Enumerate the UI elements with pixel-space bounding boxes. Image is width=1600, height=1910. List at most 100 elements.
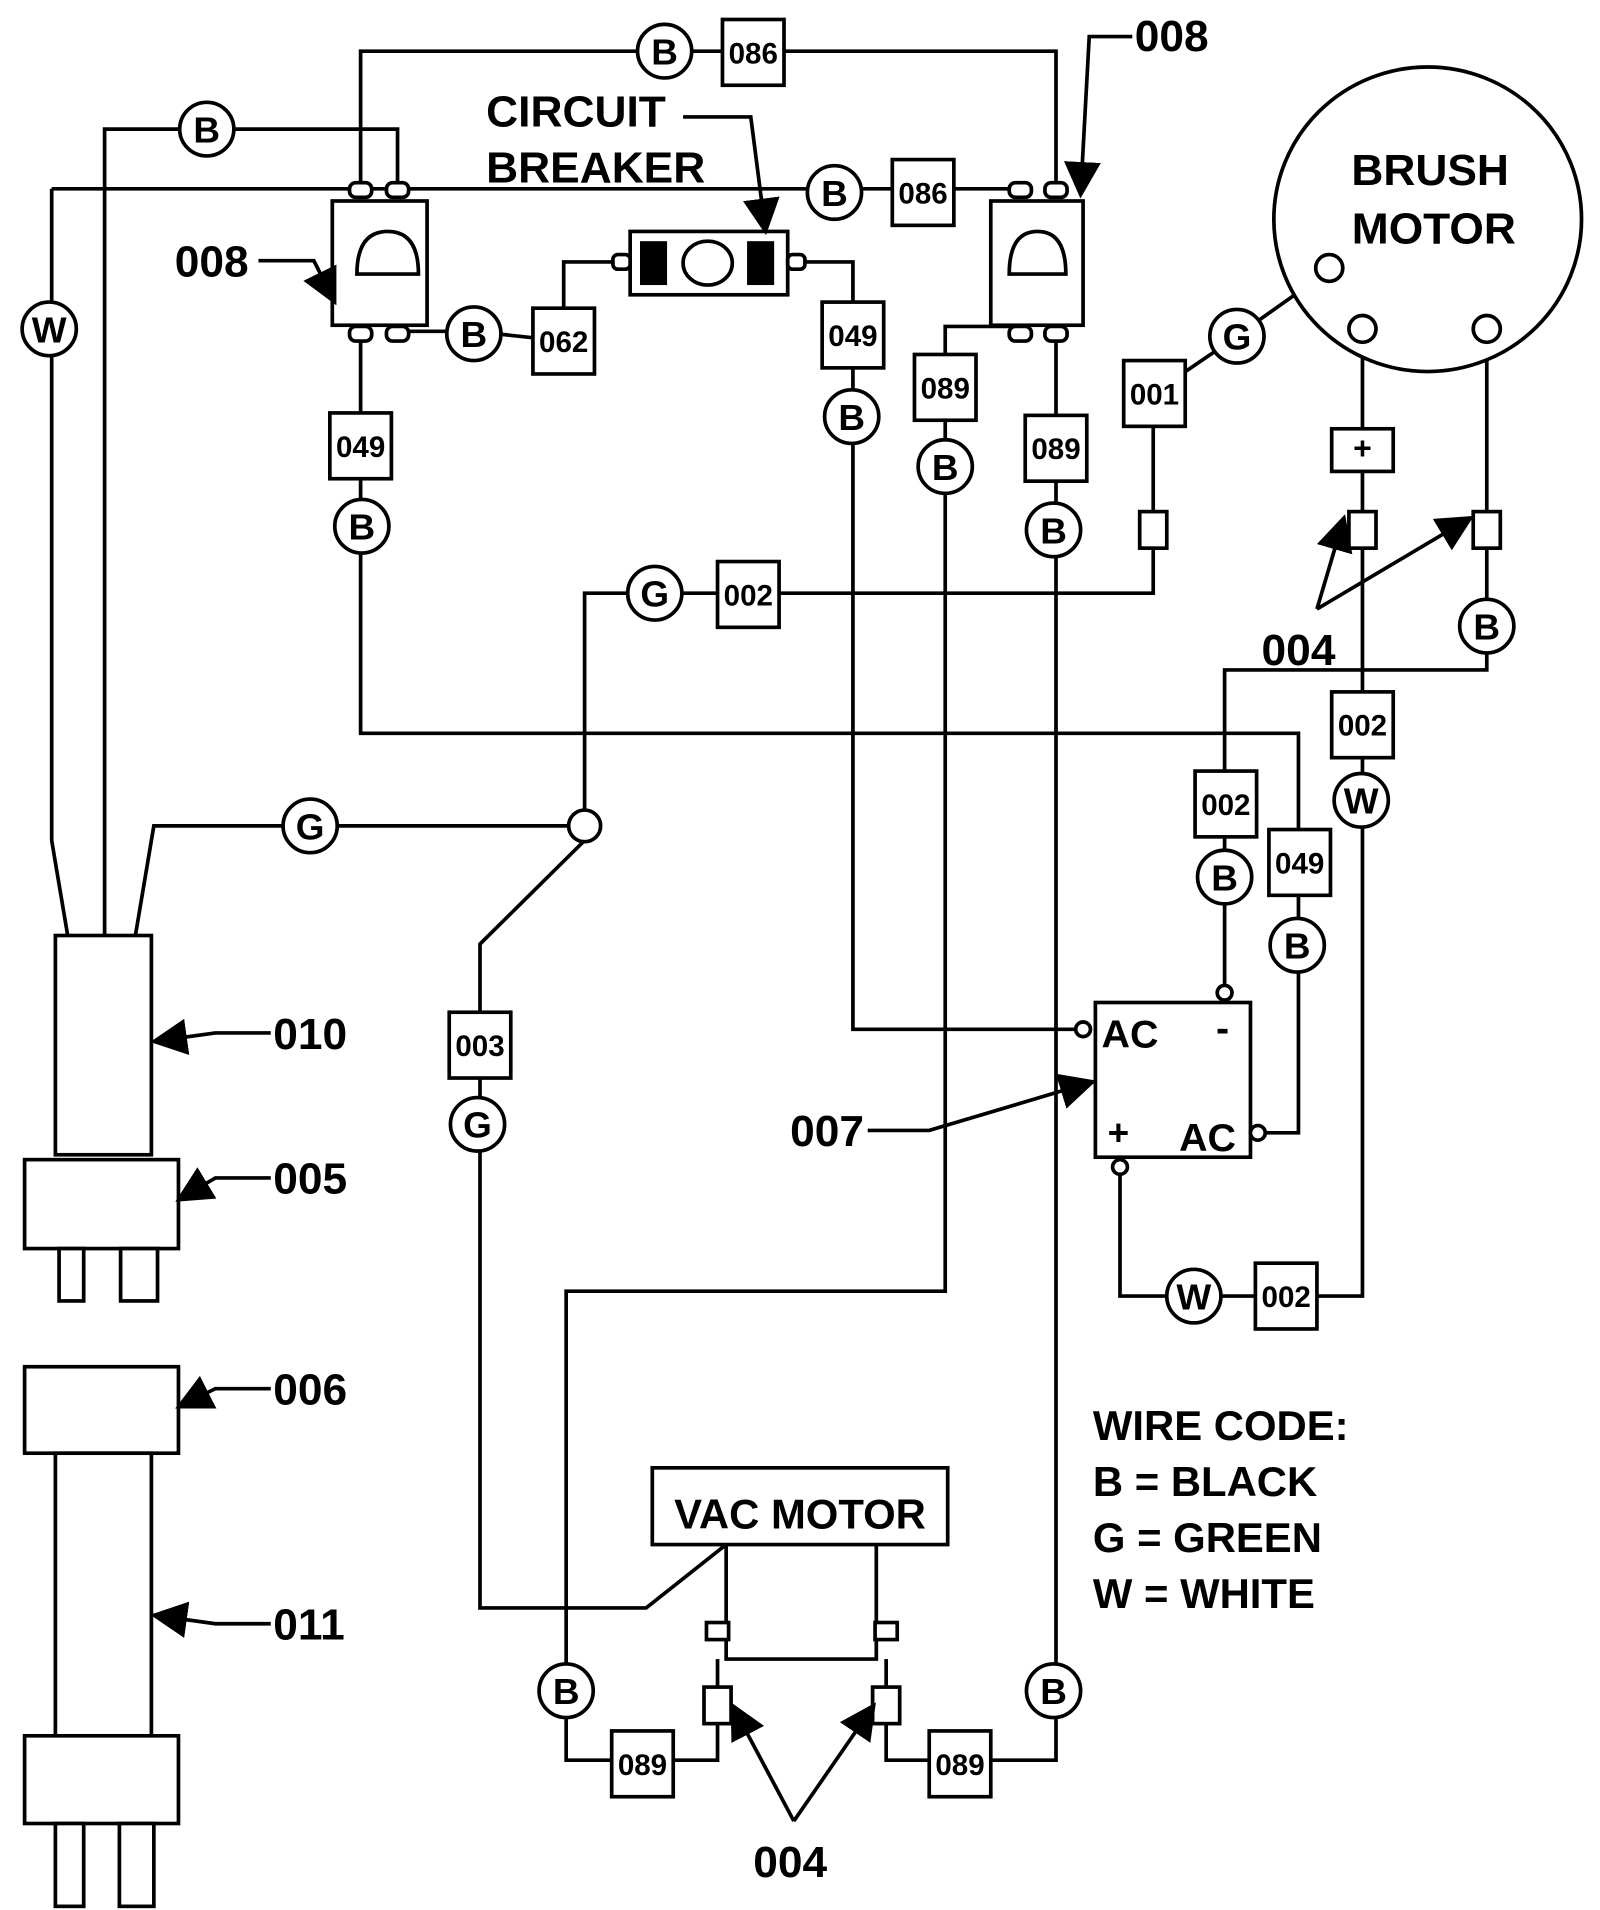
wire-code-box-label: 089 <box>618 1749 667 1782</box>
wire-marker: G <box>1208 307 1266 365</box>
wire <box>133 824 585 936</box>
wire-marker: B <box>537 1662 596 1720</box>
wire <box>724 1544 879 1661</box>
extension-plug <box>22 1733 181 1826</box>
wire-code-box: 002 <box>1329 690 1396 760</box>
wire-code-box-label: 002 <box>1262 1281 1311 1314</box>
wire-code-box: 002 <box>715 559 781 630</box>
wire-marker-circle <box>1024 501 1083 559</box>
wire-code-box-frame <box>609 1729 676 1799</box>
wire-marker-label: G <box>463 1105 492 1146</box>
wire-marker: W <box>1332 771 1391 829</box>
wire-marker-circle <box>1268 916 1327 974</box>
wire-marker-label: G <box>296 806 325 847</box>
rectifier-plus-label: + <box>1108 1112 1130 1153</box>
wire <box>800 260 1086 1032</box>
wire-marker: G <box>625 564 684 622</box>
brush-motor-label-line1: BRUSH <box>1351 146 1509 195</box>
wire-marker-label: W <box>1176 1277 1211 1318</box>
wire-marker: B <box>177 100 236 158</box>
wire-marker-label: G <box>640 574 669 615</box>
wire-marker: W <box>20 300 79 358</box>
labels: 008 CIRCUIT BREAKER 008 BRUSH MOTOR + 00… <box>175 12 1516 1887</box>
ground-junction <box>566 808 603 844</box>
wire-code-box-label: 089 <box>935 1749 984 1782</box>
wire-marker-circle <box>822 387 881 446</box>
extension-cord <box>53 1451 154 1738</box>
wire-code-box-frame <box>1193 769 1259 839</box>
circuit-breaker-label-icon <box>640 241 668 286</box>
switch-left-rocker-icon <box>355 229 421 276</box>
receptacle-label: 006 <box>273 1366 347 1415</box>
wire-marker: B <box>332 497 391 555</box>
wire <box>582 535 1156 811</box>
wire-marker-circle <box>537 1662 596 1720</box>
wire-code-box: 049 <box>820 300 886 370</box>
wire-marker-label: B <box>461 314 488 355</box>
wire <box>358 49 1058 195</box>
wire-code-box: 049 <box>328 411 394 481</box>
wire-marker: G <box>448 1095 507 1153</box>
wire-marker-label: G <box>1223 317 1252 358</box>
components <box>22 65 1584 1909</box>
power-cord <box>53 933 154 1157</box>
wire-marker-circle <box>916 437 975 496</box>
plug-prong <box>53 1821 86 1909</box>
wire-marker-circle <box>1164 1267 1223 1325</box>
switch-left-label: 008 <box>175 238 249 287</box>
wire-code-box-label: 002 <box>1338 710 1387 743</box>
cord-label: 010 <box>273 1010 347 1059</box>
rectifier-ac-label: AC <box>1179 1117 1236 1160</box>
wire-code-box: 002 <box>1253 1261 1319 1331</box>
wire-code-box: 089 <box>609 1729 676 1799</box>
wire-code-box: 002 <box>1193 769 1259 839</box>
wire-marker-circle <box>625 564 684 622</box>
rectifier-minus-label: - <box>1216 1008 1229 1051</box>
wire-marker: B <box>1024 501 1083 559</box>
legend-item: B = BLACK <box>1093 1458 1317 1505</box>
connectors-top-label: 004 <box>1262 626 1336 675</box>
wire-code-box: 089 <box>927 1729 993 1799</box>
wire-marker-label: B <box>1040 510 1067 551</box>
wire-code-box-label: 089 <box>1031 433 1080 466</box>
rectifier-label: 007 <box>790 1107 864 1156</box>
wire-code-box-label: 062 <box>539 326 588 359</box>
wire-marker-circle <box>1457 597 1516 655</box>
circuit-breaker-button-icon <box>681 239 735 287</box>
wire-marker: B <box>1457 597 1516 655</box>
wire-code-box: 003 <box>447 1010 513 1080</box>
rectifier <box>1093 1000 1253 1160</box>
switch-right <box>988 199 1085 328</box>
wire-code-box-frame <box>720 17 786 88</box>
wire-code-box-label: 086 <box>729 37 778 70</box>
wire-code-box-label: 049 <box>336 431 385 464</box>
wire-code-box: 086 <box>720 17 786 88</box>
switch-terminals <box>347 180 1069 343</box>
wire-marker-circle <box>1332 771 1391 829</box>
plug <box>22 1157 181 1251</box>
wire-code-box-label: 003 <box>455 1030 504 1063</box>
wire-code-box: 089 <box>1023 413 1089 483</box>
wire-code-legend: WIRE CODE: B = BLACK G = GREEN W = WHITE <box>1093 1402 1349 1617</box>
wire-marker-circle <box>805 163 864 222</box>
wire-code-box-label: 001 <box>1130 379 1179 412</box>
wire-code-box-frame <box>1023 413 1089 483</box>
plus-box <box>1329 426 1396 474</box>
plug-prong <box>118 1246 160 1303</box>
wire-marker-circle <box>177 100 236 158</box>
wire-code-box: 089 <box>912 352 978 423</box>
wire-marker-circle <box>1195 848 1254 906</box>
legend-title: WIRE CODE: <box>1093 1402 1349 1449</box>
wire-marker: B <box>1024 1662 1083 1720</box>
wire-code-box: 049 <box>1267 827 1333 898</box>
circuit-breaker-label-icon <box>747 241 775 286</box>
wire-marker-circle <box>281 797 340 855</box>
wire-marker-label: B <box>932 447 959 488</box>
wire-code-box-frame <box>912 352 978 423</box>
wire-code-box-label: 002 <box>724 580 773 613</box>
connectors <box>702 509 1503 1726</box>
wire-marker-label: B <box>821 173 848 214</box>
